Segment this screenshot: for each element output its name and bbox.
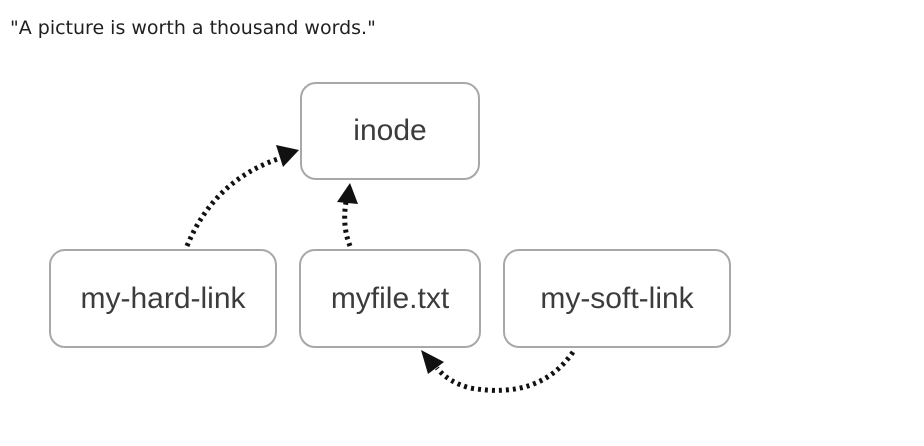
soft-link-node: my-soft-link — [503, 249, 731, 348]
hard-link-node: my-hard-link — [49, 249, 277, 348]
file-node: myfile.txt — [299, 249, 481, 348]
arrow-soft-link-to-file — [421, 350, 576, 393]
quote-text: "A picture is worth a thousand words." — [10, 17, 376, 39]
arrowhead — [337, 183, 358, 204]
arrowhead — [421, 350, 444, 374]
inode-node: inode — [300, 82, 480, 180]
arrow-file-to-inode — [337, 183, 358, 247]
arrow-hard-link-to-inode — [184, 145, 299, 247]
arrowhead — [276, 145, 299, 167]
